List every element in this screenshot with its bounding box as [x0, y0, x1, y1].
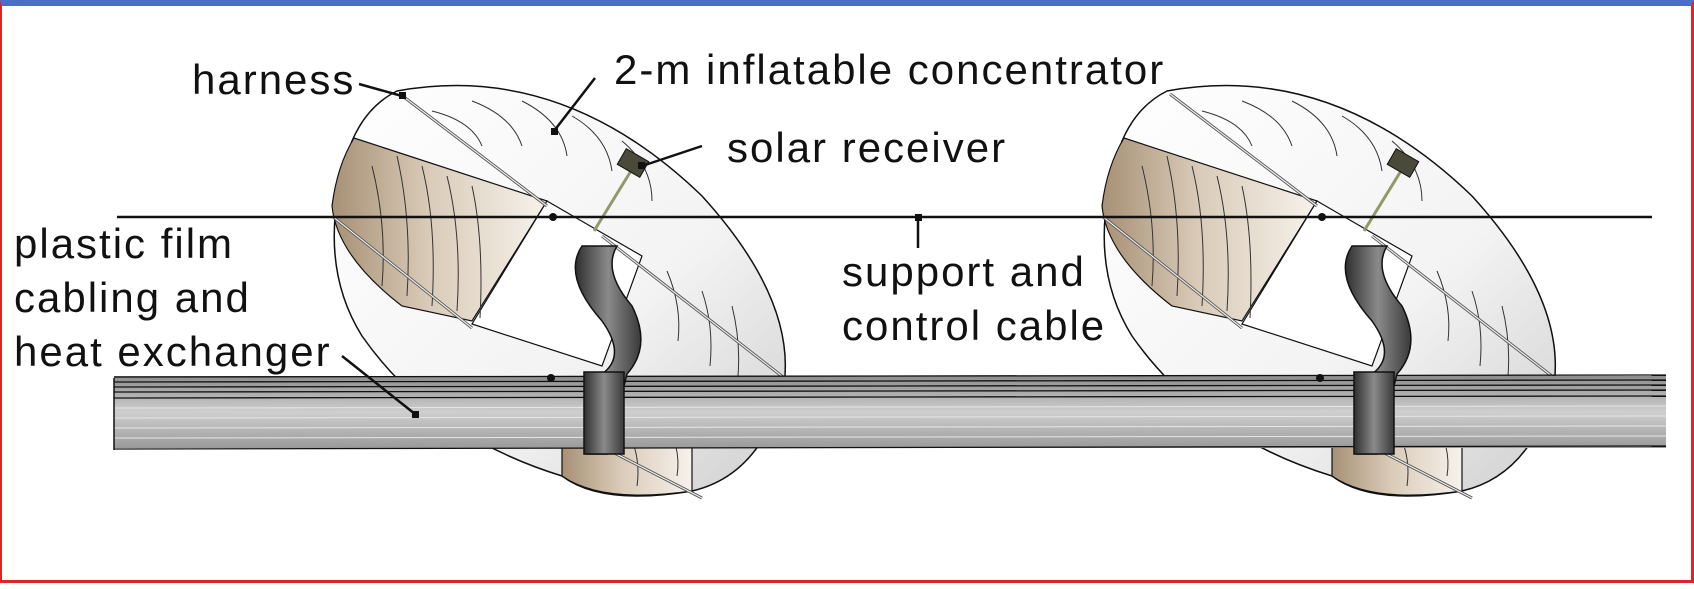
dish-left-solar-receiver	[616, 148, 650, 178]
dish-left-receiver-mast	[592, 165, 636, 232]
strap-left-band	[583, 371, 625, 455]
cable-node-left	[549, 213, 557, 221]
label-plastic-film-line2: cabling and	[14, 274, 251, 321]
leader-lines	[341, 77, 920, 415]
dish-left-aperture	[471, 200, 643, 367]
dish-right-inner	[1101, 137, 1318, 322]
leader-solar-receiver	[641, 144, 703, 168]
leader-concentrator	[553, 77, 596, 132]
label-concentrator: 2-m inflatable concentrator	[614, 46, 1165, 93]
label-plastic-film-line1: plastic film	[14, 220, 234, 267]
label-support-line2: control cable	[842, 302, 1106, 349]
label-support-line1: support and	[842, 248, 1086, 295]
dish-right-receiver-mast	[1362, 165, 1406, 232]
strap-right-band	[1353, 371, 1395, 455]
leader-plastic-film	[341, 355, 416, 415]
cable-node-right	[1318, 213, 1326, 221]
dish-left-inner	[331, 137, 548, 322]
label-harness: harness	[192, 56, 355, 103]
label-solar-receiver: solar receiver	[727, 124, 1007, 171]
dish-right-solar-receiver	[1386, 148, 1420, 178]
plastic-film-heat-exchanger	[113, 374, 1667, 450]
leader-harness	[358, 82, 403, 98]
tube-node-left	[547, 374, 555, 382]
tube-node-right	[1316, 374, 1324, 382]
inflatable-concentrator-diagram: harness 2-m inflatable concentrator sola…	[14, 46, 1667, 500]
label-plastic-film-line3: heat exchanger	[14, 328, 332, 375]
dish-right-aperture	[1241, 200, 1413, 367]
